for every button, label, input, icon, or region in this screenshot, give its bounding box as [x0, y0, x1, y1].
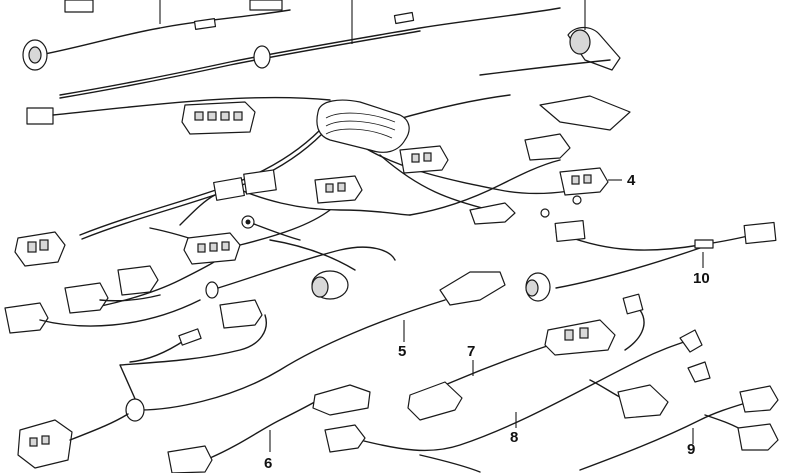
harness-5-pin	[178, 328, 202, 346]
callout-5: 5	[398, 343, 407, 360]
harness-8	[324, 293, 711, 473]
harness-6-connector-b	[167, 445, 213, 473]
connector-upper-mid	[399, 145, 449, 174]
harness-8-connector-left	[324, 424, 366, 453]
callout-8: 8	[510, 429, 519, 446]
connector-right-1	[524, 133, 571, 161]
harness-8-connector-lower	[617, 384, 669, 419]
harness-5-end-connector	[17, 413, 129, 469]
harness-9	[579, 385, 779, 471]
harness-8-clip	[622, 293, 644, 315]
callout-7: 7	[467, 343, 476, 360]
eyelet-terminal	[241, 215, 301, 241]
grommet-top	[253, 45, 271, 69]
harness-10-round-connector	[525, 272, 551, 302]
callout-9: 9	[687, 441, 696, 458]
harness-9-connector-b	[737, 423, 779, 451]
harness-7-connector-b	[544, 319, 616, 356]
harness-5	[17, 271, 506, 469]
central-harness	[4, 94, 631, 334]
round-connector-top-left	[22, 39, 48, 71]
callout-10: 10	[693, 270, 710, 287]
harness-8-connector-right	[679, 329, 711, 383]
top-harness	[22, 0, 621, 99]
connector-mid-lower	[183, 232, 241, 265]
harness-6	[167, 384, 371, 473]
connector-4	[559, 167, 609, 196]
harness-9-connector-a	[739, 385, 779, 413]
angled-plug-top-right	[567, 26, 621, 71]
harness-7	[407, 319, 616, 421]
harness-5-flat-connector	[219, 299, 263, 329]
harness-5-round-plug	[125, 398, 145, 422]
connector-center	[314, 175, 363, 204]
harness-7-connector-a	[407, 381, 463, 421]
connector-mid-left	[213, 169, 277, 201]
harness-6-connector-a	[312, 384, 371, 416]
small-connector-left	[26, 96, 331, 125]
sensor-box-3	[4, 302, 49, 334]
multi-pin-connector-center	[181, 101, 256, 135]
round-connector-mid	[205, 281, 219, 299]
callout-4: 4	[627, 172, 636, 189]
sensor-box-1	[117, 265, 159, 296]
callout-6: 6	[264, 455, 273, 472]
round-sensor-center	[311, 270, 349, 300]
central-grommet	[316, 99, 410, 153]
connector-flat-lower	[469, 202, 516, 225]
harness-10	[525, 219, 777, 302]
flat-box-connector	[539, 95, 631, 131]
sensor-box-2	[64, 282, 109, 314]
connector-left-edge	[14, 231, 66, 267]
harness-5-multi-connector	[439, 271, 506, 306]
